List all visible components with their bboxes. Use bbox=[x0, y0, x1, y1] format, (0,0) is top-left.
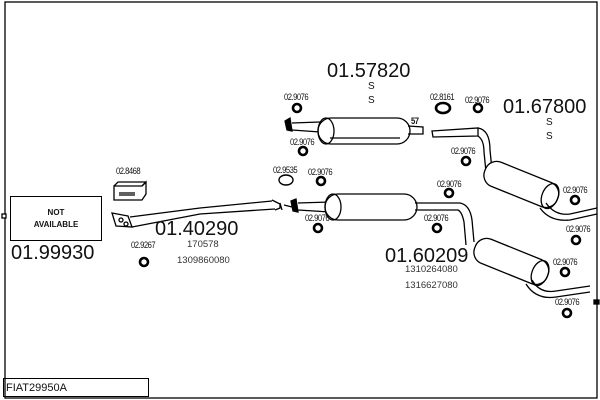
accessory-number[interactable]: 02.9076 bbox=[555, 297, 580, 307]
accessory-number[interactable]: 02.8468 bbox=[116, 166, 141, 176]
part-number-rear-upper[interactable]: 01.67800 bbox=[503, 96, 587, 118]
accessory-number[interactable]: 02.9076 bbox=[284, 92, 309, 102]
accessory-number[interactable]: 02.9076 bbox=[424, 213, 449, 223]
accessory-number[interactable]: 02.9267 bbox=[131, 240, 156, 250]
accessory-number[interactable]: 02.9076 bbox=[437, 179, 462, 189]
ref-number: 1309860080 bbox=[177, 255, 230, 266]
connector-right bbox=[593, 299, 600, 305]
part-number-front-pipe[interactable]: 01.40290 bbox=[155, 218, 239, 240]
model-code: FIAT29950A bbox=[3, 378, 149, 397]
part-number-front[interactable]: 01.99930 bbox=[11, 242, 95, 264]
accessory-number[interactable]: 02.9076 bbox=[553, 257, 578, 267]
middle-muffler-lower-shape bbox=[279, 193, 591, 299]
connector-left bbox=[1, 213, 7, 219]
accessory-number[interactable]: 02.9076 bbox=[566, 224, 591, 234]
accessory-number[interactable]: 02.9076 bbox=[305, 213, 330, 223]
accessory-number[interactable]: 02.8161 bbox=[430, 92, 455, 102]
part-number-rear-lower[interactable]: 01.60209 bbox=[385, 245, 469, 267]
mark-s: S bbox=[368, 95, 375, 106]
rear-muffler-upper-shape bbox=[431, 127, 598, 221]
ref-number: 1310264080 bbox=[405, 264, 458, 275]
mark-s: S bbox=[546, 131, 553, 142]
accessory-number[interactable]: 02.9535 bbox=[273, 165, 298, 175]
not-available-line2: AVAILABLE bbox=[33, 219, 79, 229]
front-pipe-shape bbox=[111, 199, 281, 228]
mark-s: S bbox=[546, 117, 553, 128]
mark-s: S bbox=[368, 81, 375, 92]
accessory-number[interactable]: 02.9076 bbox=[308, 167, 333, 177]
part-number-middle-upper[interactable]: 01.57820 bbox=[327, 60, 411, 82]
accessory-number[interactable]: 02.9076 bbox=[290, 137, 315, 147]
accessory-number[interactable]: 02.9076 bbox=[563, 185, 588, 195]
not-available-line1: NOT bbox=[47, 208, 65, 218]
accessory-number[interactable]: 02.9076 bbox=[451, 146, 476, 156]
heat-shield-shape bbox=[113, 180, 147, 201]
pipe-marker: 57 bbox=[411, 116, 419, 126]
not-available-box: NOT AVAILABLE bbox=[10, 196, 102, 241]
ref-number: 170578 bbox=[187, 239, 219, 250]
frame bbox=[4, 1, 598, 399]
accessory-number[interactable]: 02.9076 bbox=[465, 95, 490, 105]
ref-number: 1316627080 bbox=[405, 280, 458, 291]
rings bbox=[138, 101, 582, 319]
middle-muffler-upper-shape bbox=[284, 116, 424, 145]
